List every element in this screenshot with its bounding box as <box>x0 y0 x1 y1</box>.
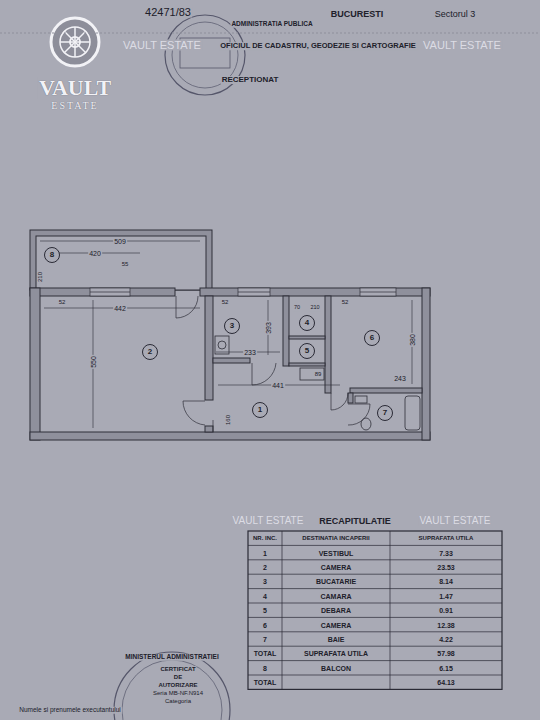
table-cell: 0.91 <box>438 607 454 614</box>
table-grid <box>248 531 502 689</box>
callout-number: 3 <box>224 318 240 334</box>
table-cell: 23.53 <box>436 564 456 571</box>
table-cell: 6.15 <box>438 664 454 671</box>
stamp-text: Seria MB-NF.N914 <box>152 690 204 696</box>
dimension: 441 <box>271 382 285 389</box>
callout-number: 4 <box>299 315 315 331</box>
callout-number: 2 <box>142 344 158 360</box>
header-text: Sectorul 3 <box>434 10 477 19</box>
table-header: SUPRAFATA UTILA <box>418 535 475 541</box>
table-cell: BAIE <box>327 636 346 643</box>
table-cell: 8 <box>262 664 268 671</box>
header-text: BUCURESTI <box>330 10 385 19</box>
table-cell: BALCON <box>320 664 352 671</box>
dimension: 70 <box>293 305 301 311</box>
windows-doors <box>90 288 396 432</box>
watermark: VAULT ESTATE <box>232 516 305 526</box>
signature-note: Numele si prenumele executantului <box>18 707 122 714</box>
stamp-text: DE <box>173 674 183 680</box>
table-cell: 4 <box>262 592 268 599</box>
watermark: VAULT ESTATE <box>422 40 502 51</box>
table-cell: CAMERA <box>320 621 353 628</box>
table-cell: DEBARA <box>320 607 352 614</box>
callout-number: 7 <box>377 405 393 421</box>
table-header: DESTINATIA INCAPERII <box>301 535 370 541</box>
dimension: 550 <box>90 355 97 369</box>
stamp <box>114 15 245 720</box>
callout-text: 3 <box>230 322 234 330</box>
walls <box>30 230 430 440</box>
table-cell: 12.38 <box>436 621 456 628</box>
dimension: 420 <box>88 250 102 257</box>
callout-text: 8 <box>50 251 54 259</box>
table-cell: 1.47 <box>438 592 454 599</box>
dimension: 210 <box>309 305 320 311</box>
stamp-text: OFICIUL DE CADASTRU, GEODEZIE SI CARTOGR… <box>219 42 417 50</box>
logo-text: VAULT <box>38 77 112 99</box>
table-cell: VESTIBUL <box>318 549 355 556</box>
table-cell: 57.98 <box>436 650 456 657</box>
dimension: 243 <box>393 375 407 382</box>
stamp-text: RECEPTIONAT <box>221 76 280 84</box>
dimension: 380 <box>409 333 416 347</box>
dimension: 233 <box>243 349 257 356</box>
callout-number: 6 <box>364 330 380 346</box>
dimension: 89 <box>314 371 323 377</box>
callout-text: 7 <box>383 409 387 417</box>
table-cell: CAMARA <box>319 592 352 599</box>
dimension: 210 <box>37 271 43 283</box>
table-title: RECAPITULATIE <box>318 517 391 526</box>
table-cell: TOTAL <box>253 650 278 657</box>
dimension: 509 <box>113 238 127 245</box>
table-cell: 6 <box>262 621 268 628</box>
table-cell: 5 <box>262 607 268 614</box>
fixtures <box>215 336 420 430</box>
callout-text: 6 <box>370 334 374 342</box>
callout-text: 2 <box>148 348 152 356</box>
logo-text: ESTATE <box>50 101 99 111</box>
table-cell: 8.14 <box>438 578 454 585</box>
watermark: VAULT ESTATE <box>419 516 492 526</box>
dimension-lines <box>40 241 412 428</box>
stamp-text: ADMINISTRATIA PUBLICA <box>230 21 313 28</box>
table-cell: SUPRAFATA UTILA <box>303 650 369 657</box>
dimension: 160 <box>225 414 231 426</box>
dimension: 52 <box>58 299 67 305</box>
dimension: 55 <box>121 261 130 267</box>
stamp-text: MINISTERUL ADMINISTRATIEI <box>124 654 219 661</box>
logo <box>51 18 99 66</box>
callout-text: 5 <box>305 347 309 355</box>
stamp-text: AUTORIZARE <box>157 682 198 688</box>
table-cell: 4.22 <box>438 636 454 643</box>
table-header: NR. INC. <box>252 535 278 541</box>
page-border <box>0 33 540 34</box>
callout-text: 1 <box>258 406 262 414</box>
table-cell: TOTAL <box>253 679 278 686</box>
table-cell: CAMERA <box>320 564 353 571</box>
dimension: 52 <box>341 299 350 305</box>
table-cell: 64.13 <box>436 679 456 686</box>
table-cell: 2 <box>262 564 268 571</box>
dimension: 393 <box>265 321 272 335</box>
table-cell: 7.33 <box>438 549 454 556</box>
callout-number: 8 <box>44 247 60 263</box>
table-cell: BUCATARIE <box>315 578 357 585</box>
stamp-text: Categoria <box>164 698 192 704</box>
dimension: 52 <box>221 299 230 305</box>
watermark: VAULT ESTATE <box>122 40 202 51</box>
dimension: 442 <box>113 305 127 312</box>
callout-number: 5 <box>299 343 315 359</box>
table-cell: 3 <box>262 578 268 585</box>
callout-number: 1 <box>252 402 268 418</box>
callout-text: 4 <box>305 319 309 327</box>
table-cell: 7 <box>262 636 268 643</box>
registration-number: 42471/83 <box>144 7 192 18</box>
stamp-text: CERTIFICAT <box>159 666 196 672</box>
table-cell: 1 <box>262 549 268 556</box>
